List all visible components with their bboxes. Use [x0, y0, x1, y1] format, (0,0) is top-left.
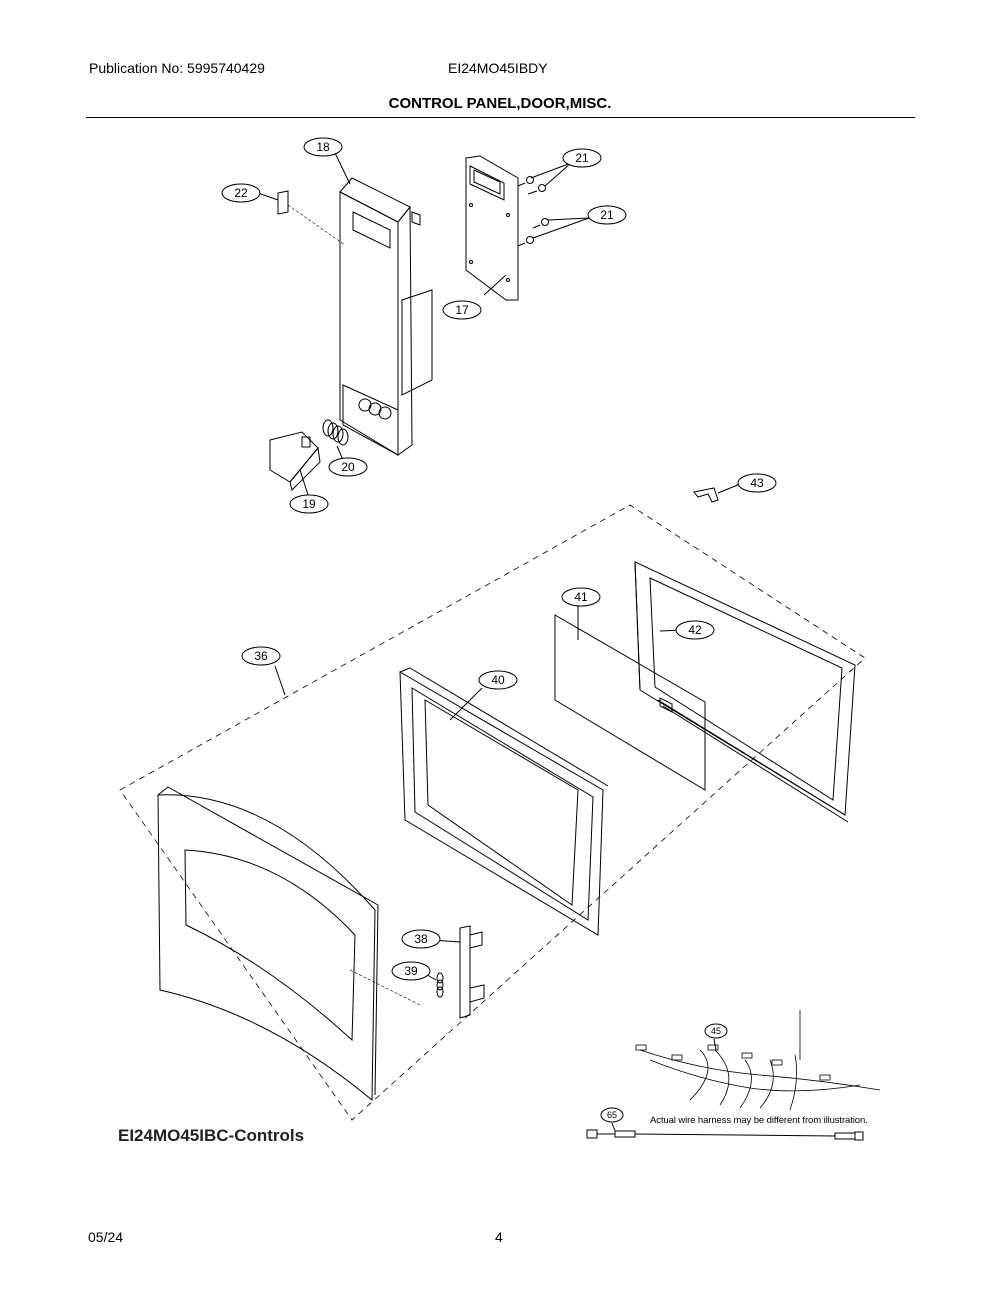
callout-65: [600, 1107, 624, 1123]
part-42-door-frame: [634, 561, 856, 823]
part-43-clip: [693, 487, 719, 503]
leader-line: [547, 217, 590, 221]
callout-42: [675, 620, 715, 640]
leader-line: [713, 1038, 717, 1051]
callout-21-upper-number: 21: [575, 151, 589, 165]
section-title: CONTROL PANEL,DOOR,MISC.: [388, 95, 612, 112]
model-number: EI24MO45IBDY: [448, 60, 548, 76]
leader-line: [336, 445, 344, 461]
part-21-screws: [517, 176, 549, 247]
harness-note: Actual wire harness may be different fro…: [650, 1115, 868, 1126]
leader-line: [349, 969, 421, 1006]
publication-number: Publication No: 5995740429: [89, 60, 265, 76]
callout-17: [442, 300, 482, 320]
callout-21-lower: [587, 205, 627, 225]
callout-36: [241, 646, 281, 666]
leader-line: [334, 152, 351, 185]
callout-22: [221, 183, 261, 203]
callout-20-number: 20: [341, 460, 355, 474]
callout-65-number: 65: [607, 1110, 617, 1120]
callout-20: [328, 457, 368, 477]
callout-40: [478, 670, 518, 690]
part-18-control-panel: [339, 177, 433, 456]
callout-41-number: 41: [574, 590, 588, 604]
part-19-button: [269, 431, 321, 491]
leader-line: [299, 469, 309, 496]
leader-line: [257, 192, 279, 201]
callout-43: [737, 473, 777, 493]
callout-40-number: 40: [491, 673, 505, 687]
page-number: 4: [495, 1229, 503, 1245]
part-22-label: [277, 190, 289, 215]
leader-line: [449, 687, 483, 721]
leader-line: [544, 162, 572, 187]
leader-line: [274, 665, 286, 696]
part-17-control-board: [465, 155, 519, 301]
part-36-door-assembly-outline: [119, 504, 866, 1121]
callout-45-number: 45: [711, 1026, 721, 1036]
leader-line: [483, 274, 507, 296]
callout-45: [704, 1023, 728, 1039]
callout-19: [289, 494, 329, 514]
callout-18: [303, 137, 343, 157]
callout-22-number: 22: [234, 186, 248, 200]
leader-line: [530, 162, 572, 179]
callout-42-number: 42: [688, 623, 702, 637]
callout-38-number: 38: [414, 932, 428, 946]
part-20-spring: [322, 419, 349, 446]
leader-line: [532, 217, 590, 239]
part-38-door-latch: [459, 925, 485, 1019]
callout-38: [401, 929, 441, 949]
publication-date: 05/24: [88, 1229, 124, 1245]
callout-18-number: 18: [316, 140, 330, 154]
callout-39-number: 39: [404, 964, 418, 978]
part-40-inner-door: [399, 667, 609, 936]
part-45-wire-harness: [635, 1010, 881, 1111]
callout-39: [391, 961, 431, 981]
callout-41: [561, 587, 601, 607]
callout-43-number: 43: [750, 476, 764, 490]
door-front-panel: [157, 786, 379, 1102]
callout-17-number: 17: [455, 303, 469, 317]
part-65-cable: [586, 1129, 864, 1141]
controls-caption: EI24MO45IBC-Controls: [118, 1126, 305, 1145]
leader-line: [287, 204, 346, 246]
part-39-latch-spring: [436, 972, 444, 998]
part-41-glass-panel: [554, 614, 706, 791]
callout-36-number: 36: [254, 649, 268, 663]
leader-line: [611, 1122, 616, 1132]
callout-21-lower-number: 21: [600, 208, 614, 222]
leader-line: [717, 483, 741, 494]
callout-21-upper: [562, 148, 602, 168]
callout-19-number: 19: [302, 497, 316, 511]
header-rule: [86, 117, 915, 118]
